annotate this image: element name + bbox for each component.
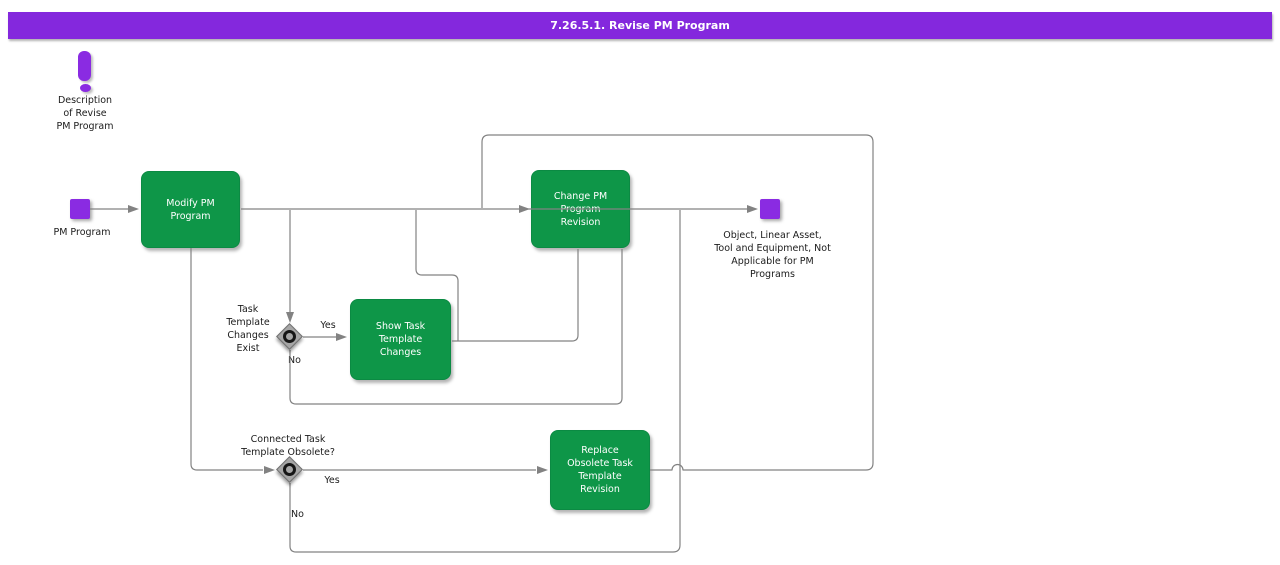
end-event-square[interactable] <box>760 199 780 219</box>
gateway2-question-label: Connected Task Template Obsolete? <box>241 434 335 458</box>
arrowhead-into-change <box>519 205 530 213</box>
gateway1-no-label: No <box>288 355 301 366</box>
gateway2-diamond[interactable] <box>276 456 303 483</box>
exclamation-icon-dot <box>80 84 91 92</box>
arrowhead-into-show <box>336 333 347 341</box>
exclamation-icon[interactable] <box>78 51 91 81</box>
arrowhead-into-gateway1 <box>286 312 294 323</box>
task-modify-pm-program[interactable]: Modify PM Program <box>141 171 240 248</box>
page-title: 7.26.5.1. Revise PM Program <box>550 19 730 32</box>
task-replace-obsolete-task-template-revision[interactable]: Replace Obsolete Task Template Revision <box>550 430 650 510</box>
gateway2-ring-icon <box>280 460 299 479</box>
connector-show-task-out <box>452 249 579 342</box>
gateway1-yes-label: Yes <box>320 320 336 331</box>
start-event-label: PM Program <box>53 227 111 238</box>
task-show-task-template-changes[interactable]: Show Task Template Changes <box>350 299 451 380</box>
task-change-pm-program-revision[interactable]: Change PM Program Revision <box>531 170 630 248</box>
gateway2-no-label: No <box>291 509 304 520</box>
arrowhead-into-gateway2 <box>264 466 275 474</box>
end-event-label: Object, Linear Asset, Tool and Equipment… <box>714 230 831 280</box>
arrowhead-into-replace <box>537 466 548 474</box>
start-event-square[interactable] <box>70 199 90 219</box>
gateway1-question-label: Task Template Changes Exist <box>226 304 270 354</box>
description-note-label: Description of Revise PM Program <box>56 95 114 132</box>
gateway2-yes-label: Yes <box>324 475 340 486</box>
arrowhead-into-modify <box>128 205 139 213</box>
gateway1-ring-icon <box>280 327 299 346</box>
arrowhead-into-end <box>747 205 758 213</box>
title-bar: 7.26.5.1. Revise PM Program <box>8 12 1272 39</box>
